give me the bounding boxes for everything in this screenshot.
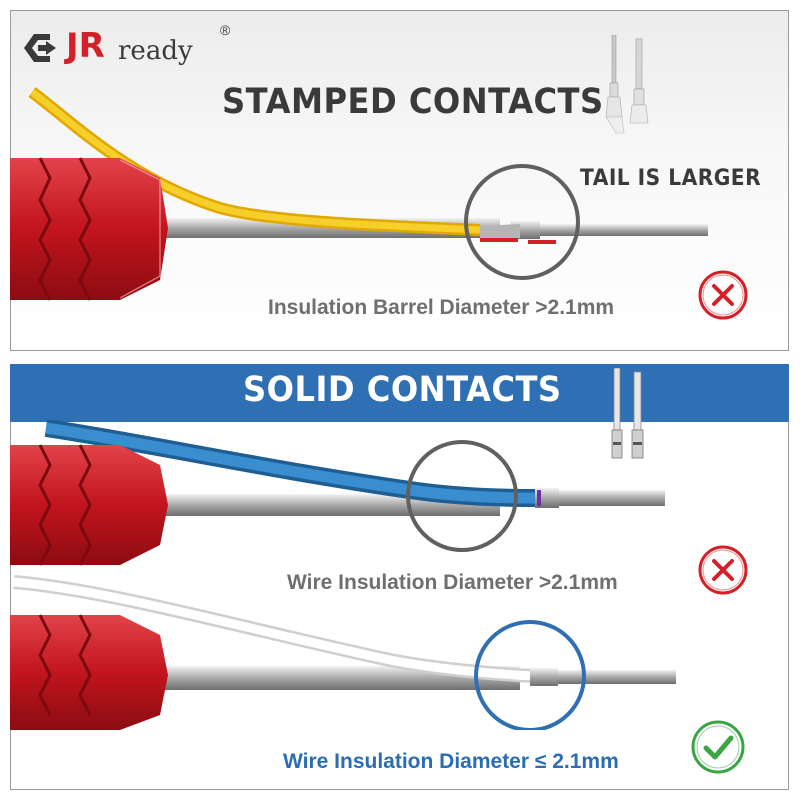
brand-logo: JR ready ® [20, 22, 240, 72]
stamped-caption: Insulation Barrel Diameter >2.1mm [268, 296, 615, 319]
registered-mark: ® [220, 22, 231, 38]
stamped-title: STAMPED CONTACTS [222, 82, 604, 122]
x-circle-icon [698, 545, 748, 595]
logo-mark-icon [24, 34, 56, 62]
stamped-contact-pins-icon [605, 35, 649, 134]
tail-callout: TAIL IS LARGER [580, 166, 762, 191]
solid-crimp-illustration-blue [10, 420, 665, 566]
logo-ready: ready [118, 36, 193, 66]
logo-jr: JR [66, 26, 105, 66]
solid-contact-pins-icon [611, 368, 644, 459]
stamped-crimp-illustration [10, 87, 708, 301]
solid-banner [10, 364, 789, 422]
solid-caption-fail: Wire Insulation Diameter >2.1mm [287, 571, 618, 594]
solid-crimp-illustration-white [10, 575, 676, 730]
check-circle-icon [691, 720, 745, 774]
solid-title: SOLID CONTACTS [243, 370, 562, 410]
solid-caption-pass: Wire Insulation Diameter ≤ 2.1mm [283, 750, 619, 773]
x-circle-icon [698, 270, 748, 320]
